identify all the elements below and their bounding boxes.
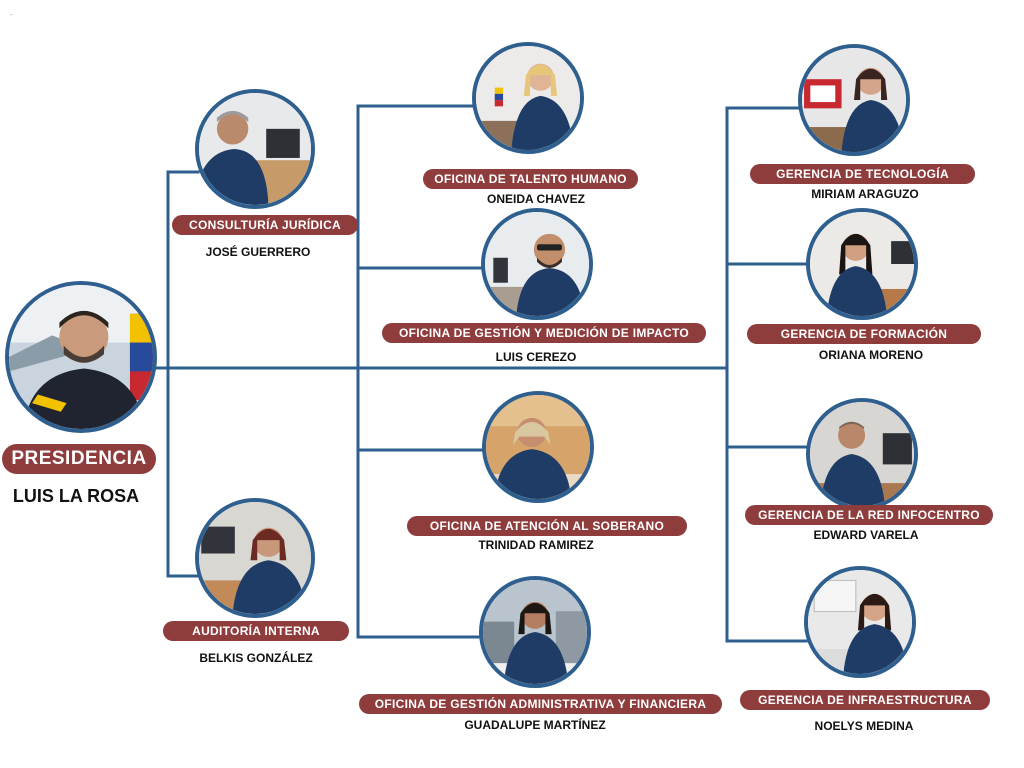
presidency-title: PRESIDENCIA <box>2 444 156 474</box>
avatar-technology <box>798 44 910 156</box>
avatar-legal <box>195 89 315 209</box>
corner-dot: . <box>10 8 13 17</box>
finance-title: OFICINA DE GESTIÓN ADMINISTRATIVA Y FINA… <box>359 694 722 714</box>
avatar-finance <box>479 576 591 688</box>
audit-title: AUDITORÍA INTERNA <box>163 621 349 641</box>
infocentro-name: EDWARD VARELA <box>813 528 919 542</box>
talent-name: ONEIDA CHAVEZ <box>486 192 585 206</box>
avatar-infrastructure <box>804 566 916 678</box>
legal-name: JOSÉ GUERRERO <box>205 245 311 259</box>
training-title: GERENCIA DE FORMACIÓN <box>747 324 981 344</box>
avatar-audit <box>195 498 315 618</box>
avatar-sovereign <box>482 391 594 503</box>
finance-name: GUADALUPE MARTÍNEZ <box>464 718 606 732</box>
infrastructure-name: NOELYS MEDINA <box>814 719 914 733</box>
audit-name: BELKIS GONZÁLEZ <box>199 651 313 665</box>
sovereign-title: OFICINA DE ATENCIÓN AL SOBERANO <box>407 516 687 536</box>
infocentro-title: GERENCIA DE LA RED INFOCENTRO <box>745 505 993 525</box>
avatar-presidency <box>5 281 157 433</box>
talent-title: OFICINA DE TALENTO HUMANO <box>423 169 638 189</box>
presidency-name: LUIS LA ROSA <box>12 486 140 506</box>
avatar-impact <box>481 208 593 320</box>
infrastructure-title: GERENCIA DE INFRAESTRUCTURA <box>740 690 990 710</box>
avatar-infocentro <box>806 398 918 510</box>
sovereign-name: TRINIDAD RAMIREZ <box>478 538 594 552</box>
impact-name: LUIS CEREZO <box>495 350 577 364</box>
technology-title: GERENCIA DE TECNOLOGÍA <box>750 164 975 184</box>
legal-title: CONSULTURÍA JURÍDICA <box>172 215 358 235</box>
technology-name: MIRIAM ARAGUZO <box>811 187 919 201</box>
avatar-talent <box>472 42 584 154</box>
avatar-training <box>806 208 918 320</box>
training-name: ORIANA MORENO <box>818 348 924 362</box>
impact-title: OFICINA DE GESTIÓN Y MEDICIÓN DE IMPACTO <box>382 323 706 343</box>
